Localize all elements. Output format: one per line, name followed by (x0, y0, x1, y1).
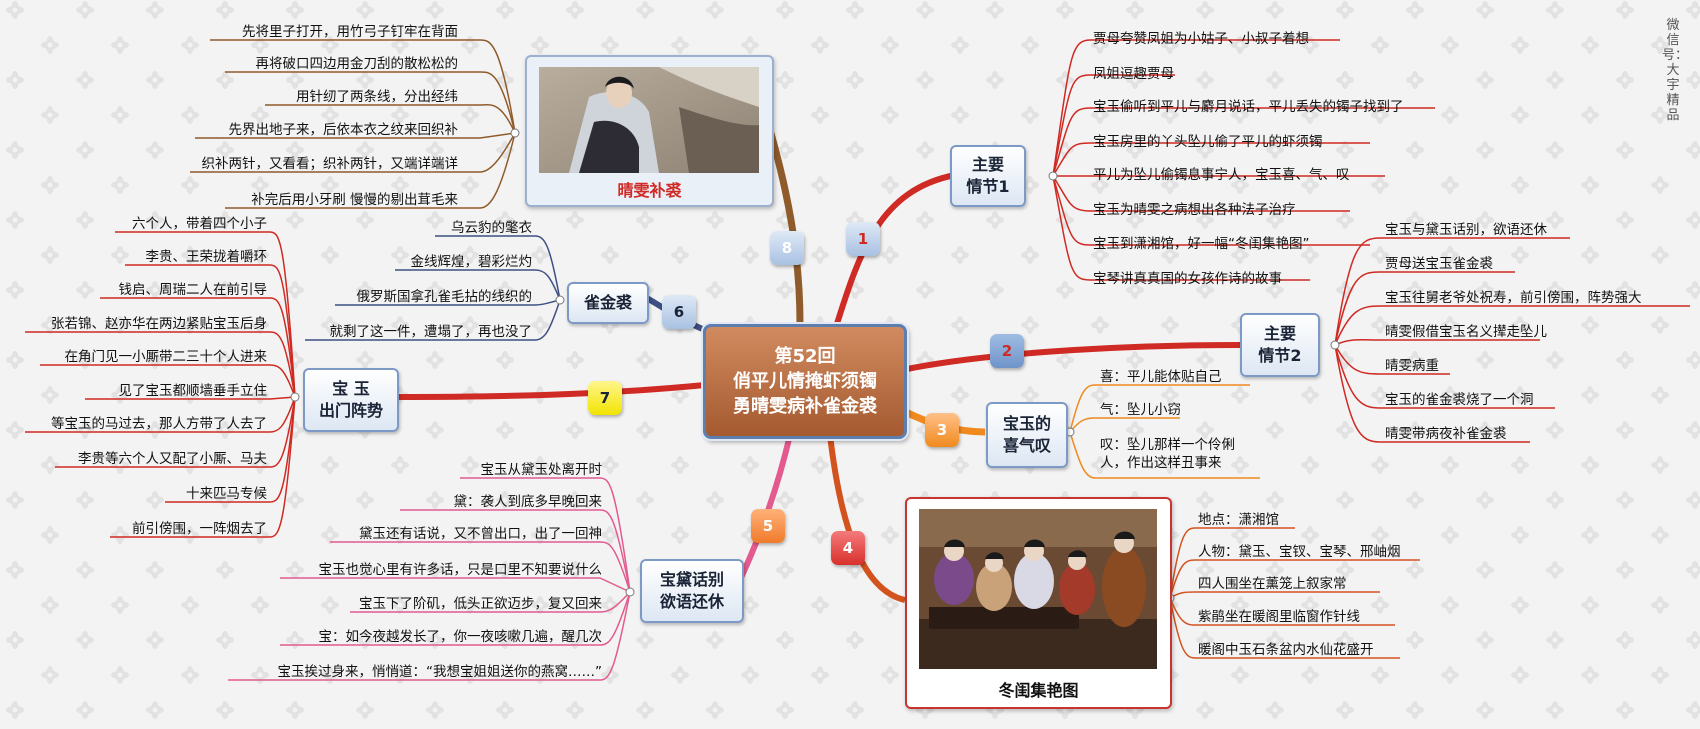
branch-2-line (901, 342, 1241, 373)
wechat-watermark: 微信号：大宇精品 (1662, 18, 1689, 123)
emotion-sigh[interactable]: 叹：坠儿那样一个伶俐人，作出这样丑事来 (1100, 437, 1235, 471)
mending-item-5[interactable]: 织补两针，又看看；织补两针，又端详端详 (201, 156, 459, 172)
plot1-item-1[interactable]: 贾母夸赞凤姐为小姑子、小叔子着想 (1093, 31, 1309, 47)
topic-baoyu-procession-line1: 宝 玉 (332, 379, 370, 398)
topic-baoyu-emotions-line2: 喜气叹 (1002, 436, 1051, 455)
plot2-item-5[interactable]: 晴雯病重 (1385, 358, 1439, 374)
procession-item-10[interactable]: 前引傍围，一阵烟去了 (132, 521, 267, 537)
branch-4-line (827, 434, 906, 603)
boudoir-item-5[interactable]: 暖阁中玉石条盆内水仙花盛开 (1198, 642, 1374, 658)
procession-item-3[interactable]: 钱启、周瑞二人在前引导 (118, 282, 268, 298)
emotion-joy[interactable]: 喜：平儿能体贴自己 (1100, 369, 1222, 385)
branch-6-number-badge: 6 (662, 295, 696, 329)
mending-item-1[interactable]: 先将里子打开，用竹弓子钉牢在背面 (242, 24, 458, 40)
topic-main-plot-1-line2: 情节1 (966, 177, 1010, 196)
cloak-item-3[interactable]: 俄罗斯国拿孔雀毛拈的线织的 (356, 289, 533, 305)
procession-item-9[interactable]: 十来匹马专候 (186, 486, 267, 502)
topic-main-plot-1[interactable]: 主要 情节1 (950, 145, 1026, 207)
branch-8-number-badge: 8 (770, 231, 804, 265)
farewell-item-1[interactable]: 宝玉从黛玉处离开时 (480, 462, 603, 478)
plot2-item-2[interactable]: 贾母送宝玉雀金裘 (1385, 256, 1493, 272)
plot1-item-3[interactable]: 宝玉偷听到平儿与麝月说话，平儿丢失的镯子找到了 (1093, 99, 1404, 115)
mending-item-3[interactable]: 用针纫了两条线，分出经纬 (296, 89, 458, 105)
mending-item-2[interactable]: 再将破口四边用金刀刮的散松松的 (255, 56, 459, 72)
topic-peacock-cloak-label: 雀金裘 (583, 293, 632, 312)
plot1-item-7[interactable]: 宝玉到潇湘馆，好一幅“冬闺集艳图” (1093, 236, 1310, 252)
topic-farewell[interactable]: 宝黛话别 欲语还休 (640, 559, 744, 623)
cloak-item-1[interactable]: 乌云豹的氅衣 (451, 220, 532, 236)
topic-main-plot-1-line1: 主要 (971, 155, 1004, 174)
procession-item-7[interactable]: 等宝玉的马过去，那人方带了人去了 (51, 416, 267, 432)
plot1-item-4[interactable]: 宝玉房里的丫头坠儿偷了平儿的虾须镯 (1093, 134, 1323, 150)
topic-main-plot-2-line2: 情节2 (1258, 346, 1302, 365)
boudoir-item-3[interactable]: 四人围坐在薰笼上叙家常 (1198, 576, 1347, 592)
mending-item-6[interactable]: 补完后用小牙刷 慢慢的剔出茸毛来 (251, 192, 458, 208)
farewell-item-7[interactable]: 宝玉挨过身来，悄悄道：“我想宝姐姐送你的燕窝……” (277, 664, 603, 680)
branch-7-number-badge: 7 (588, 381, 622, 415)
qingwen-mending-caption: 晴雯补裘 (617, 181, 682, 200)
farewell-item-4[interactable]: 宝玉也觉心里有许多话，只是口里不知要说什么 (318, 562, 603, 578)
farewell-item-3[interactable]: 黛玉还有话说，又不曾出口，出了一回神 (359, 526, 602, 542)
branch-7-line (396, 382, 706, 400)
emotion-anger[interactable]: 气：坠儿小窃 (1100, 402, 1181, 418)
procession-item-8[interactable]: 李贵等六个人又配了小厮、马夫 (78, 451, 267, 467)
topic-qingwen-mending[interactable]: 晴雯补裘 (525, 55, 774, 207)
plot2-item-6[interactable]: 宝玉的雀金裘烧了一个洞 (1385, 392, 1534, 408)
boudoir-item-1[interactable]: 地点：潇湘馆 (1198, 512, 1279, 528)
procession-item-1[interactable]: 六个人，带着四个小子 (132, 216, 267, 232)
farewell-item-6[interactable]: 宝：如今夜越发长了，你一夜咳嗽几遍，醒几次 (318, 629, 603, 645)
cloak-item-2[interactable]: 金线辉煌，碧彩烂灼 (410, 254, 533, 270)
procession-item-2[interactable]: 李贵、王荣拢着嚼环 (145, 249, 268, 265)
plot1-item-5[interactable]: 平儿为坠儿偷镯息事宁人，宝玉喜、气、叹 (1093, 167, 1350, 183)
cloak-item-4[interactable]: 就剩了这一件，遭塌了，再也没了 (329, 324, 533, 340)
plot1-item-2[interactable]: 凤姐逗趣贾母 (1093, 66, 1174, 82)
procession-item-6[interactable]: 见了宝玉都顺墙垂手立住 (118, 383, 268, 399)
branch-3-number-badge: 3 (925, 413, 959, 447)
topic-winter-boudoir[interactable]: 冬闺集艳图 (905, 497, 1172, 709)
central-topic-line2: 俏平儿情掩虾须镯 (733, 371, 877, 392)
plot1-item-8[interactable]: 宝琴讲真真国的女孩作诗的故事 (1093, 271, 1282, 287)
plot2-item-3[interactable]: 宝玉往舅老爷处祝寿，前引傍围，阵势强大 (1385, 290, 1642, 306)
plot2-item-7[interactable]: 晴雯带病夜补雀金裘 (1385, 426, 1507, 442)
winter-boudoir-illustration (919, 509, 1157, 669)
topic-peacock-cloak[interactable]: 雀金裘 (567, 282, 649, 324)
plot2-item-4[interactable]: 晴雯假借宝玉名义撵走坠儿 (1385, 324, 1547, 340)
topic-baoyu-emotions[interactable]: 宝玉的 喜气叹 (986, 402, 1068, 468)
topic-farewell-line2: 欲语还休 (659, 592, 724, 611)
topic-farewell-line1: 宝黛话别 (659, 570, 724, 589)
procession-item-5[interactable]: 在角门见一小厮带二三十个人进来 (64, 349, 268, 365)
branch-1-number-badge: 1 (846, 222, 880, 256)
procession-item-4[interactable]: 张若锦、赵亦华在两边紧贴宝玉后身 (51, 316, 267, 332)
topic-baoyu-procession-line2: 出门阵势 (318, 401, 383, 420)
plot1-item-6[interactable]: 宝玉为晴雯之病想出各种法子治疗 (1093, 202, 1296, 218)
topic-baoyu-emotions-line1: 宝玉的 (1002, 414, 1051, 433)
topic-main-plot-2-line1: 主要 (1263, 324, 1296, 343)
branch-4-number-badge: 4 (831, 531, 865, 565)
mending-item-4[interactable]: 先界出地子来，后依本衣之纹来回织补 (228, 122, 459, 138)
branch-2-number-badge: 2 (990, 334, 1024, 368)
farewell-item-5[interactable]: 宝玉下了阶矶，低头正欲迈步，复又回来 (359, 596, 602, 612)
branch-8-line (766, 129, 804, 325)
boudoir-item-4[interactable]: 紫鹃坐在暖阁里临窗作针线 (1198, 609, 1360, 625)
central-topic[interactable]: 第52回 俏平儿情掩虾须镯 勇晴雯病补雀金裘 (703, 324, 907, 439)
topic-main-plot-2[interactable]: 主要 情节2 (1240, 313, 1320, 377)
farewell-item-2[interactable]: 黛：袭人到底多早晚回来 (453, 494, 603, 510)
central-topic-line3: 勇晴雯病补雀金裘 (733, 396, 877, 417)
plot2-item-1[interactable]: 宝玉与黛玉话别，欲语还休 (1385, 222, 1547, 238)
boudoir-item-2[interactable]: 人物：黛玉、宝钗、宝琴、邢岫烟 (1198, 544, 1401, 560)
branch-5-number-badge: 5 (751, 509, 785, 543)
qingwen-mending-illustration (539, 67, 759, 173)
central-topic-line1: 第52回 (774, 346, 836, 367)
topic-baoyu-procession[interactable]: 宝 玉 出门阵势 (303, 368, 399, 432)
winter-boudoir-caption: 冬闺集艳图 (998, 681, 1079, 700)
